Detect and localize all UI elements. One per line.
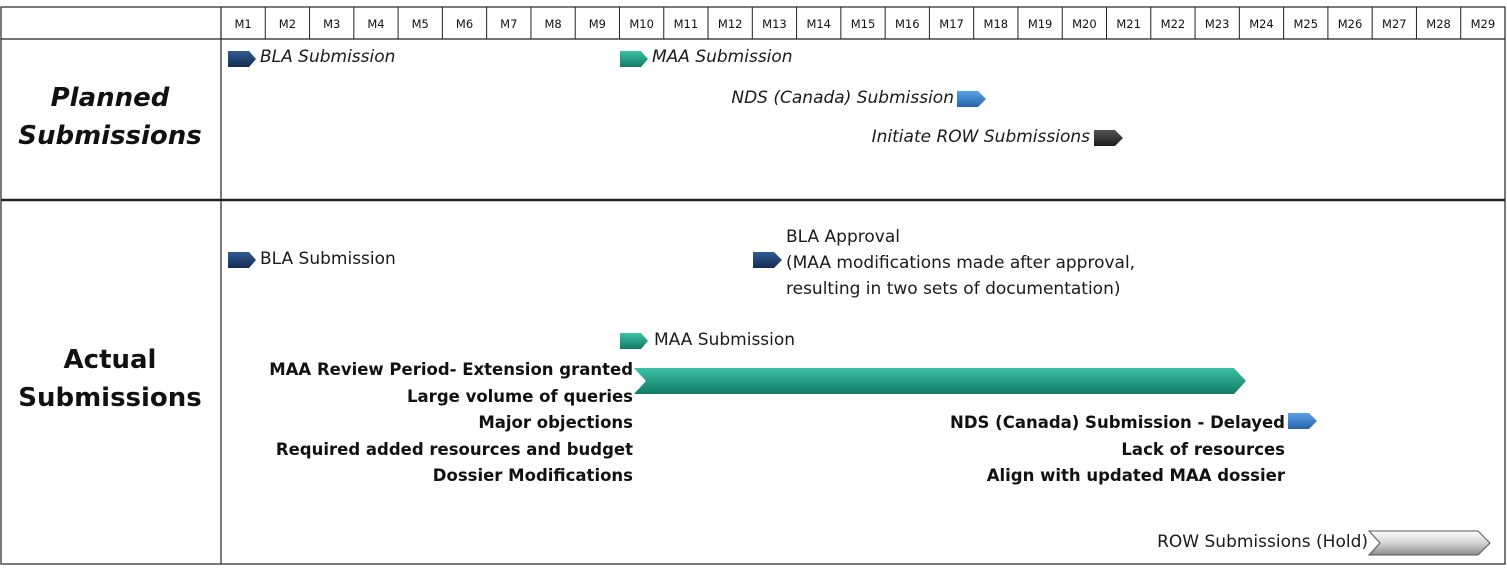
- month-label-m23: M23: [1204, 17, 1230, 31]
- month-label-m5: M5: [411, 17, 429, 31]
- maa-note-queries: Large volume of queries: [407, 386, 633, 406]
- month-label-m12: M12: [717, 17, 743, 31]
- month-label-m14: M14: [806, 17, 831, 31]
- row-hold-label: ROW Submissions (Hold): [1157, 532, 1368, 552]
- month-label-m6: M6: [455, 17, 474, 31]
- month-label-m28: M28: [1426, 17, 1451, 31]
- month-label-m18: M18: [983, 17, 1009, 31]
- month-label-m7: M7: [500, 17, 518, 31]
- month-label-m22: M22: [1160, 17, 1186, 31]
- month-label-m27: M27: [1382, 17, 1407, 31]
- month-label-m26: M26: [1337, 17, 1363, 31]
- planned-bla-label: BLA Submission: [260, 47, 396, 67]
- nds-note-resources: Lack of resources: [1121, 439, 1285, 459]
- actual-section-title: Actual Submissions: [0, 341, 220, 417]
- actual-nds-marker: [1288, 413, 1317, 429]
- planned-maa-label: MAA Submission: [652, 47, 793, 67]
- month-label-m29: M29: [1470, 17, 1496, 31]
- month-label-m17: M17: [939, 17, 964, 31]
- month-label-m9: M9: [588, 17, 606, 31]
- actual-title-line2: Submissions: [18, 383, 202, 413]
- bla-approval-line2: (MAA modifications made after approval,: [786, 253, 1136, 273]
- month-label-m20: M20: [1072, 17, 1097, 31]
- month-label-m1: M1: [234, 17, 252, 31]
- maa-review-period-bar: [634, 368, 1246, 394]
- planned-nds-marker: [957, 91, 986, 107]
- month-ticks: [264, 7, 1462, 39]
- outer-border: [0, 6, 1506, 565]
- maa-note-resources: Required added resources and budget: [275, 439, 633, 459]
- month-label-m19: M19: [1027, 17, 1053, 31]
- planned-section-title: Planned Submissions: [0, 79, 220, 155]
- actual-title-line1: Actual: [63, 345, 157, 375]
- actual-bla-label: BLA Submission: [260, 249, 396, 269]
- maa-review-notes: MAA Review Period- Extension granted Lar…: [269, 357, 633, 490]
- month-label-m11: M11: [673, 17, 699, 31]
- bla-approval-line3: resulting in two sets of documentation): [786, 279, 1121, 299]
- month-label-m8: M8: [544, 17, 562, 31]
- maa-note-extension: MAA Review Period- Extension granted: [269, 360, 633, 379]
- month-label-m15: M15: [850, 17, 876, 31]
- actual-bla-approval-marker: [753, 252, 782, 268]
- planned-maa-marker: [620, 51, 648, 67]
- bla-approval-note: BLA Approval (MAA modifications made aft…: [786, 224, 1135, 302]
- planned-bla-marker: [228, 51, 256, 67]
- nds-note-dossier: Align with updated MAA dossier: [986, 466, 1285, 485]
- month-label-m2: M2: [278, 17, 297, 31]
- actual-nds-label: NDS (Canada) Submission - Delayed: [950, 413, 1285, 432]
- planned-nds-label: NDS (Canada) Submission: [731, 88, 954, 108]
- month-label-m3: M3: [323, 17, 341, 31]
- maa-note-objections: Major objections: [478, 413, 633, 432]
- month-label-m4: M4: [367, 17, 385, 31]
- maa-note-dossier: Dossier Modifications: [432, 466, 633, 485]
- month-label-m25: M25: [1293, 17, 1319, 31]
- nds-delay-notes: NDS (Canada) Submission - Delayed Lack o…: [950, 410, 1285, 490]
- month-label-m13: M13: [762, 17, 787, 31]
- planned-title-line1: Planned: [50, 83, 170, 113]
- planned-row-marker: [1094, 130, 1123, 146]
- month-label-m16: M16: [894, 17, 920, 31]
- month-label-m21: M21: [1116, 17, 1141, 31]
- planned-title-line2: Submissions: [18, 121, 202, 151]
- actual-maa-marker: [620, 333, 648, 349]
- planned-row-label: Initiate ROW Submissions: [871, 127, 1090, 147]
- row-hold-bar: [1367, 530, 1491, 556]
- actual-bla-marker: [228, 252, 256, 268]
- bla-approval-line1: BLA Approval: [786, 227, 900, 247]
- month-label-m10: M10: [629, 17, 654, 31]
- actual-maa-label: MAA Submission: [654, 330, 796, 350]
- month-label-m24: M24: [1249, 17, 1274, 31]
